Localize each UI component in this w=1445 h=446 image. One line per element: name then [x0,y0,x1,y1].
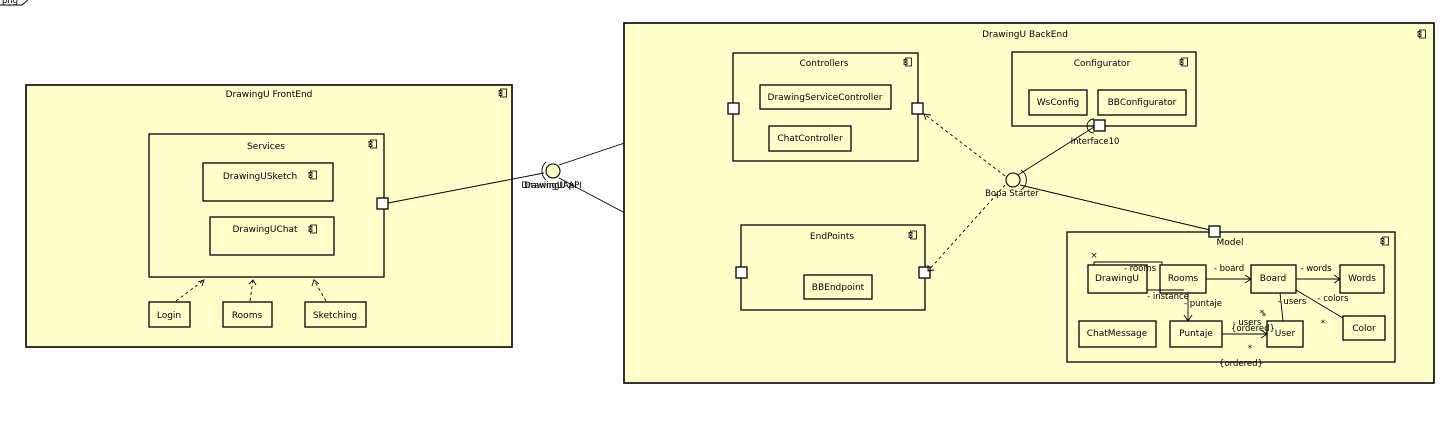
api-label-a: DrawingUApi [521,181,576,191]
assoc-words-label: - words [1300,264,1332,274]
configurator-title: Configurator [1074,59,1131,69]
controllers-title: Controllers [800,59,849,69]
model-associations: - rooms × - instance - board - words - c… [1090,251,1349,369]
component-icon [1380,236,1389,246]
diagram-tab: png [0,0,29,6]
diagram-tab-label: png [2,0,18,6]
endpoints-port-left[interactable] [735,266,748,279]
api-label-b: DrawingU API [524,181,582,191]
component-icon [908,230,917,240]
assoc-rooms-label: - rooms [1124,264,1157,274]
drawingu-chat-label: DrawingUChat [232,225,298,235]
component-icon [1417,29,1426,39]
starter-controllers-dependency [923,113,1006,177]
bbconfigurator-label: BBConfigurator [1108,98,1177,108]
arrowhead [923,113,932,121]
arrowhead [927,265,935,272]
client-dependencies [175,279,327,302]
model-port[interactable] [1208,225,1221,238]
class-rooms-label: Rooms [1168,274,1199,284]
assoc-multiplicity: * [1321,319,1325,329]
chat-controller-label: ChatController [777,134,843,144]
class-words[interactable]: Words [1339,264,1385,294]
assoc-users-label: - users [1278,297,1307,307]
class-board-label: Board [1260,274,1286,284]
services-port[interactable] [376,197,389,210]
drawing-service-controller[interactable]: DrawingServiceController [759,84,892,110]
bbendpoint-label: BBEndpoint [812,283,865,293]
login-component[interactable]: Login [148,301,191,328]
backend-title: DrawingU BackEnd [982,30,1068,40]
frontend-title: DrawingU FrontEnd [226,90,313,100]
rooms-client-label: Rooms [232,311,263,321]
endpoints-title: EndPoints [810,232,854,242]
assoc-ordered-label: {ordered} [1219,359,1263,369]
assoc-x-mark: × [1090,251,1097,261]
class-color[interactable]: Color [1342,315,1386,341]
rooms-client-component[interactable]: Rooms [222,301,273,328]
starter-label: Bopa Starter [985,189,1039,199]
class-puntaje-label: Puntaje [1179,329,1213,339]
chat-controller[interactable]: ChatController [768,125,852,152]
endpoints-port-right[interactable] [918,266,931,279]
class-color-label: Color [1352,324,1376,334]
model-title: Model [1216,238,1243,248]
assoc-board-label: - board [1214,264,1244,274]
bbendpoint-component[interactable]: BBEndpoint [803,274,873,300]
interface10-label: Interface10 [1071,137,1120,147]
class-puntaje[interactable]: Puntaje [1169,320,1223,348]
services-title: Services [247,142,285,152]
assoc-multiplicity: * [1260,309,1264,319]
class-rooms[interactable]: Rooms [1159,264,1207,294]
sketching-component[interactable]: Sketching [304,301,367,328]
bopa-starter-interface[interactable]: Bopa Starter [985,169,1039,199]
interface10-socket [1086,118,1095,134]
class-user-label: User [1275,329,1296,339]
drawingu-chat-component[interactable]: DrawingUChat [209,216,335,256]
controllers-port-left[interactable] [727,102,740,115]
class-chatmessage[interactable]: ChatMessage [1078,320,1157,348]
drawingu-api-interface[interactable]: DrawingUApi DrawingU API [521,161,582,191]
assoc-instance-label: - instance [1147,292,1189,302]
assoc-ordered-label: {ordered} [1231,324,1275,334]
drawing-service-controller-label: DrawingServiceController [768,93,883,103]
component-icon [308,224,317,234]
starter-model-connector [1019,184,1211,231]
controllers-port-right[interactable] [911,102,924,115]
component-icon [1179,57,1188,67]
assoc-users2-label: - users [1233,318,1262,328]
wsconfig-component[interactable]: WsConfig [1028,89,1088,116]
starter-endpoints-dependency [927,184,1006,272]
component-icon [498,88,507,98]
configurator-port[interactable] [1093,119,1106,132]
class-chatmessage-label: ChatMessage [1087,329,1148,339]
assoc-puntaje-label: - puntaje [1184,299,1222,309]
class-board[interactable]: Board [1250,264,1297,294]
sketching-label: Sketching [313,311,357,321]
wsconfig-label: WsConfig [1037,98,1079,108]
assoc-multiplicity: * [1262,312,1266,322]
drawingu-sketch-label: DrawingUSketch [223,172,297,182]
drawingu-sketch-component[interactable]: DrawingUSketch [202,162,334,202]
assoc-colors-label: - colors [1317,294,1349,304]
class-words-label: Words [1348,274,1376,284]
assoc-multiplicity: * [1248,344,1252,354]
class-drawingu[interactable]: DrawingU [1087,264,1148,294]
starter-configurator-connector [1017,126,1095,176]
bbconfigurator-component[interactable]: BBConfigurator [1097,89,1187,116]
login-label: Login [157,311,181,321]
component-icon [308,170,317,180]
class-drawingu-label: DrawingU [1095,274,1139,284]
component-icon [368,139,377,149]
component-icon [903,57,912,67]
services-api-connector [387,172,545,204]
class-user[interactable]: User [1266,320,1304,348]
